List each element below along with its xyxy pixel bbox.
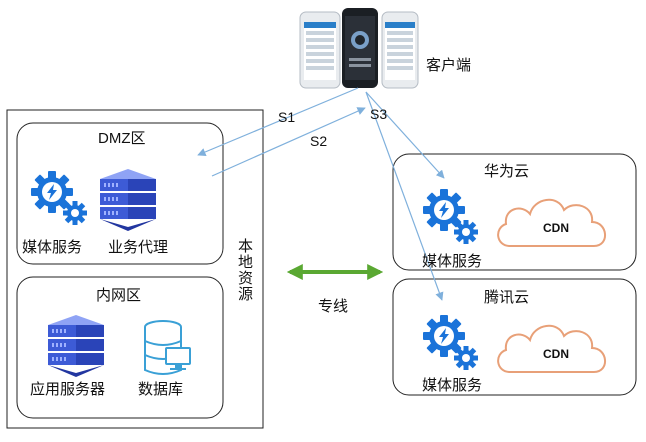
tencent-media-label: 媒体服务: [422, 377, 483, 394]
local-resources-label: 本地资源: [236, 238, 253, 302]
s3-label: S3: [370, 106, 388, 122]
s3-huawei-arrow: [365, 91, 445, 179]
huawei-media-label: 媒体服务: [422, 253, 483, 270]
tencent-cdn-label: CDN: [543, 347, 569, 361]
dmz-proxy-label: 业务代理: [108, 239, 169, 256]
s3-tencent-arrow: [365, 91, 444, 301]
client-phones-icon: [299, 8, 419, 89]
tencent-title: 腾讯云: [484, 289, 530, 306]
dedicated-line-label: 专线: [318, 298, 349, 315]
huawei-title: 华为云: [484, 163, 530, 180]
app-server-label: 应用服务器: [30, 381, 106, 398]
database-icon: [144, 320, 191, 375]
s2-label: S2: [310, 133, 328, 149]
s1-arrow: [197, 87, 359, 156]
dmz-media-label: 媒体服务: [22, 239, 83, 256]
s2-arrow: [211, 107, 366, 177]
intranet-box: [16, 276, 224, 419]
client-label: 客户端: [426, 57, 472, 74]
huawei-cdn-label: CDN: [543, 221, 569, 235]
intranet-title: 内网区: [96, 287, 142, 304]
s1-label: S1: [278, 109, 296, 125]
dmz-title: DMZ区: [98, 130, 146, 147]
database-label: 数据库: [138, 381, 184, 398]
